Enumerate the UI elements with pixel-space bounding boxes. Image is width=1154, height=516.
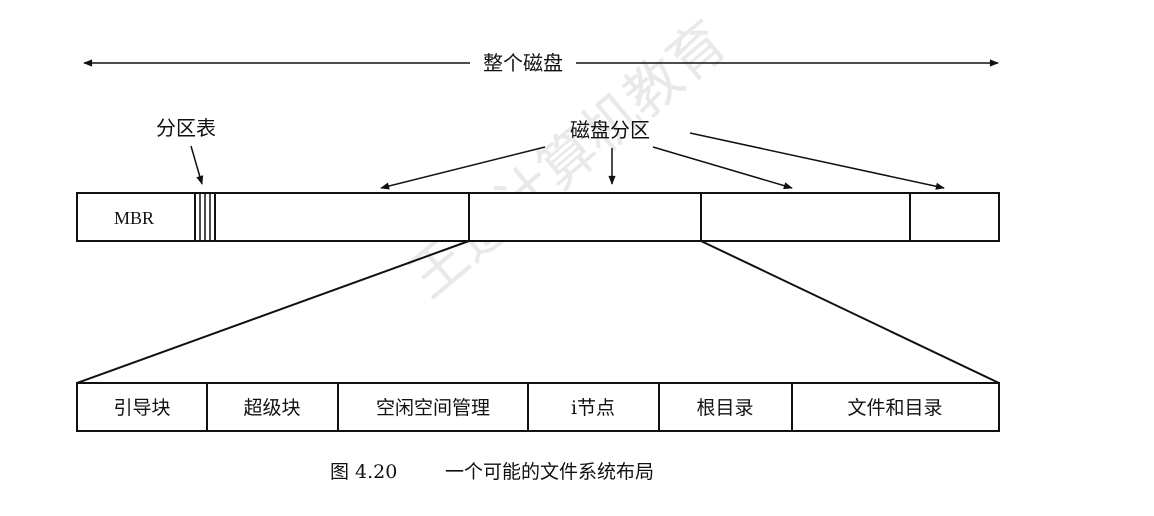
partition-layout-outline: [76, 382, 1000, 432]
watermark: 王道计算机教育: [397, 9, 739, 311]
disk-partition-label: 磁盘分区: [570, 118, 650, 142]
layout-cell-files-and-directories: 文件和目录: [847, 397, 942, 419]
caption-number: 图 4.20: [330, 461, 397, 483]
layout-cell-root-directory: 根目录: [696, 397, 753, 419]
mbr-label: MBR: [114, 208, 154, 228]
partition-table-label: 分区表: [156, 116, 216, 140]
layout-cell-superblock: 超级块: [243, 397, 300, 419]
layout-cell-boot-block: 引导块: [113, 397, 170, 419]
layout-cell-inodes: i节点: [571, 397, 615, 419]
partition-arrow-3: [652, 146, 793, 190]
disk-bar: MBR: [76, 192, 1000, 242]
layout-cell-free-space-mgmt: 空闲空间管理: [376, 397, 490, 419]
partition-arrow-1: [380, 146, 546, 190]
whole-disk-span: 整个磁盘: [83, 51, 999, 75]
partition-expansion-lines: [76, 240, 1000, 384]
watermark-text: 王道计算机教育: [397, 9, 739, 311]
partition-layout-bar: 引导块 超级块 空闲空间管理 i节点 根目录 文件和目录: [76, 382, 1000, 432]
expansion-line-right: [700, 240, 1000, 384]
partition-table-annotation: 分区表: [156, 116, 216, 185]
partition-table-arrow: [190, 145, 204, 185]
partition-arrow-4: [689, 132, 945, 190]
disk-partition-annotation: 磁盘分区: [380, 118, 945, 190]
whole-disk-label: 整个磁盘: [483, 51, 563, 75]
figure-caption: 图 4.20 一个可能的文件系统布局: [330, 461, 654, 483]
expansion-line-left: [76, 240, 470, 384]
disk-bar-outline: [76, 192, 1000, 242]
caption-text: 一个可能的文件系统布局: [445, 461, 654, 483]
